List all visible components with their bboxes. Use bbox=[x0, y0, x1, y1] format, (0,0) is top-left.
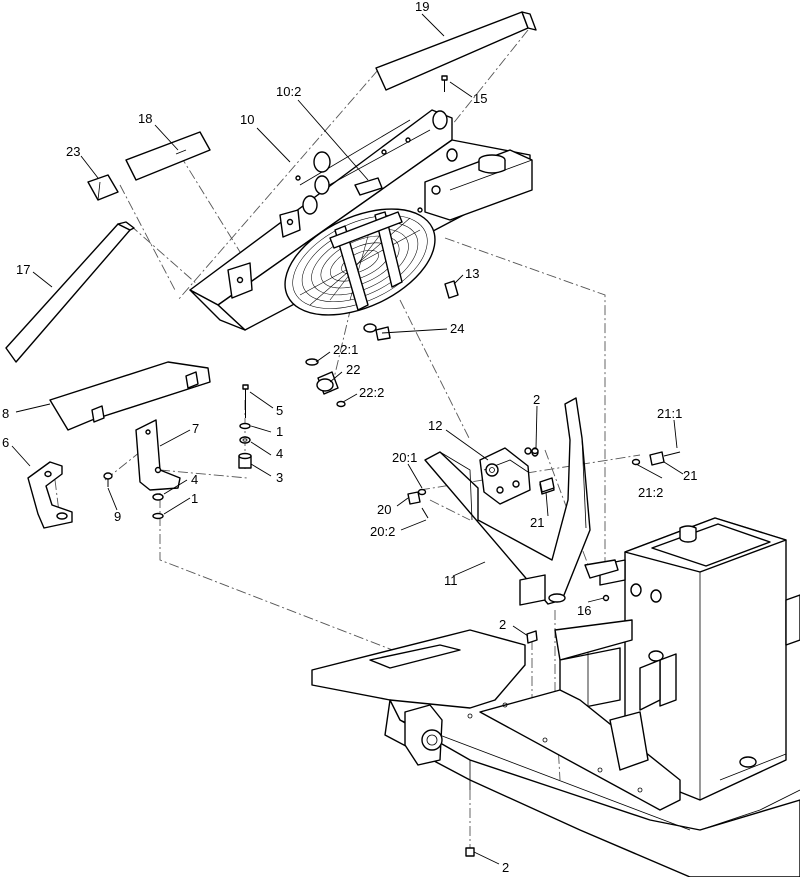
callout-labels: 19 15 10:2 18 10 23 17 13 24 22:1 22 22:… bbox=[2, 0, 697, 875]
callout-2c: 2 bbox=[502, 860, 509, 875]
callout-4b: 4 bbox=[191, 472, 198, 487]
callout-4a: 4 bbox=[276, 446, 283, 461]
callout-24: 24 bbox=[450, 321, 464, 336]
callout-1b: 1 bbox=[191, 491, 198, 506]
callout-19: 19 bbox=[415, 0, 429, 14]
chassis-frame bbox=[311, 574, 800, 877]
callout-20-2: 20:2 bbox=[370, 524, 395, 539]
callout-15: 15 bbox=[473, 91, 487, 106]
part-13-clip bbox=[444, 280, 459, 299]
parts-5-1-4-3-stack bbox=[152, 384, 252, 520]
callout-10: 10 bbox=[240, 112, 254, 127]
callout-22-2: 22:2 bbox=[359, 385, 384, 400]
part-17-long-panel bbox=[5, 221, 135, 363]
callout-6: 6 bbox=[2, 435, 9, 450]
callout-23: 23 bbox=[66, 144, 80, 159]
leader-lines bbox=[11, 13, 684, 865]
part-18-pad bbox=[125, 131, 211, 181]
callout-7: 7 bbox=[192, 421, 199, 436]
callout-22: 22 bbox=[346, 362, 360, 377]
part-19-duct-panel bbox=[375, 11, 537, 91]
part-22-fittings bbox=[305, 358, 346, 408]
cooling-fan bbox=[284, 208, 436, 316]
part-24-clip bbox=[363, 323, 391, 341]
callout-21-1: 21:1 bbox=[657, 406, 682, 421]
callout-11: 11 bbox=[444, 573, 458, 588]
part-9-bolt bbox=[103, 472, 113, 487]
part-23-block bbox=[87, 174, 119, 201]
callout-20-1: 20:1 bbox=[392, 450, 417, 465]
callout-13: 13 bbox=[465, 266, 479, 281]
callout-5: 5 bbox=[276, 403, 283, 418]
part-7-mount-bracket bbox=[135, 419, 181, 491]
callout-2b: 2 bbox=[499, 617, 506, 632]
part-12-pump bbox=[479, 447, 555, 505]
part-15-bolt bbox=[441, 75, 448, 92]
callout-10-2: 10:2 bbox=[276, 84, 301, 99]
callout-21a: 21 bbox=[683, 468, 697, 483]
part-8-side-panel bbox=[49, 361, 211, 431]
callout-17: 17 bbox=[16, 262, 30, 277]
callout-3: 3 bbox=[276, 470, 283, 485]
callout-1a: 1 bbox=[276, 424, 283, 439]
callout-21b: 21 bbox=[530, 515, 544, 530]
callout-21-2: 21:2 bbox=[638, 485, 663, 500]
callout-9: 9 bbox=[114, 509, 121, 524]
part-16-bracket bbox=[584, 559, 619, 602]
part-2-bolts bbox=[465, 447, 539, 857]
callout-2a: 2 bbox=[533, 392, 540, 407]
callout-18: 18 bbox=[138, 111, 152, 126]
assembly-lines bbox=[54, 29, 641, 850]
callout-20: 20 bbox=[377, 502, 391, 517]
callout-16: 16 bbox=[577, 603, 591, 618]
callout-22-1: 22:1 bbox=[333, 342, 358, 357]
part-11-v-bracket bbox=[424, 397, 591, 605]
callout-12: 12 bbox=[428, 418, 442, 433]
callout-8: 8 bbox=[2, 406, 9, 421]
part-6-bracket bbox=[27, 461, 73, 529]
